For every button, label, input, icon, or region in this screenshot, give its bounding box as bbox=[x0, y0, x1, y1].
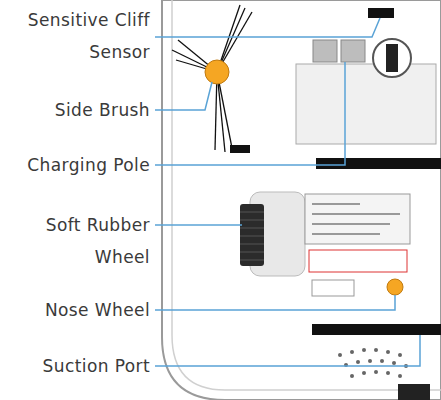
leader-lines bbox=[155, 18, 420, 366]
sensor-slot bbox=[230, 145, 250, 153]
part-label: Nose Wheel bbox=[8, 294, 150, 326]
rubber-wheel bbox=[240, 204, 264, 266]
nose-wheel bbox=[387, 279, 403, 295]
side-brush-bristles bbox=[172, 5, 252, 152]
caster bbox=[373, 39, 411, 77]
part-label: Suction Port bbox=[8, 350, 150, 382]
speaker-holes bbox=[338, 348, 408, 378]
sticker-lines bbox=[312, 204, 400, 234]
caster-wheel bbox=[386, 44, 398, 72]
wheel-treads bbox=[240, 212, 264, 260]
part-label: Sensitive Cliff Sensor bbox=[8, 4, 150, 68]
part-label: Side Brush bbox=[8, 94, 150, 126]
spec-sticker bbox=[305, 194, 410, 244]
part-label: Soft Rubber Wheel bbox=[8, 209, 150, 273]
warning-sticker bbox=[309, 250, 407, 272]
robot-body bbox=[162, 0, 441, 400]
cliff-sensor bbox=[368, 8, 394, 18]
suction-slot bbox=[312, 324, 441, 335]
small-sticker bbox=[312, 280, 354, 296]
body-rim bbox=[172, 0, 441, 390]
part-label: Charging Pole bbox=[8, 149, 150, 181]
charging-contact bbox=[341, 40, 365, 62]
dust-bin-plate bbox=[296, 64, 436, 144]
charging-contact bbox=[313, 40, 337, 62]
side-brush-hub bbox=[205, 60, 229, 84]
power-switch bbox=[398, 384, 430, 400]
brush-slot bbox=[316, 158, 441, 169]
